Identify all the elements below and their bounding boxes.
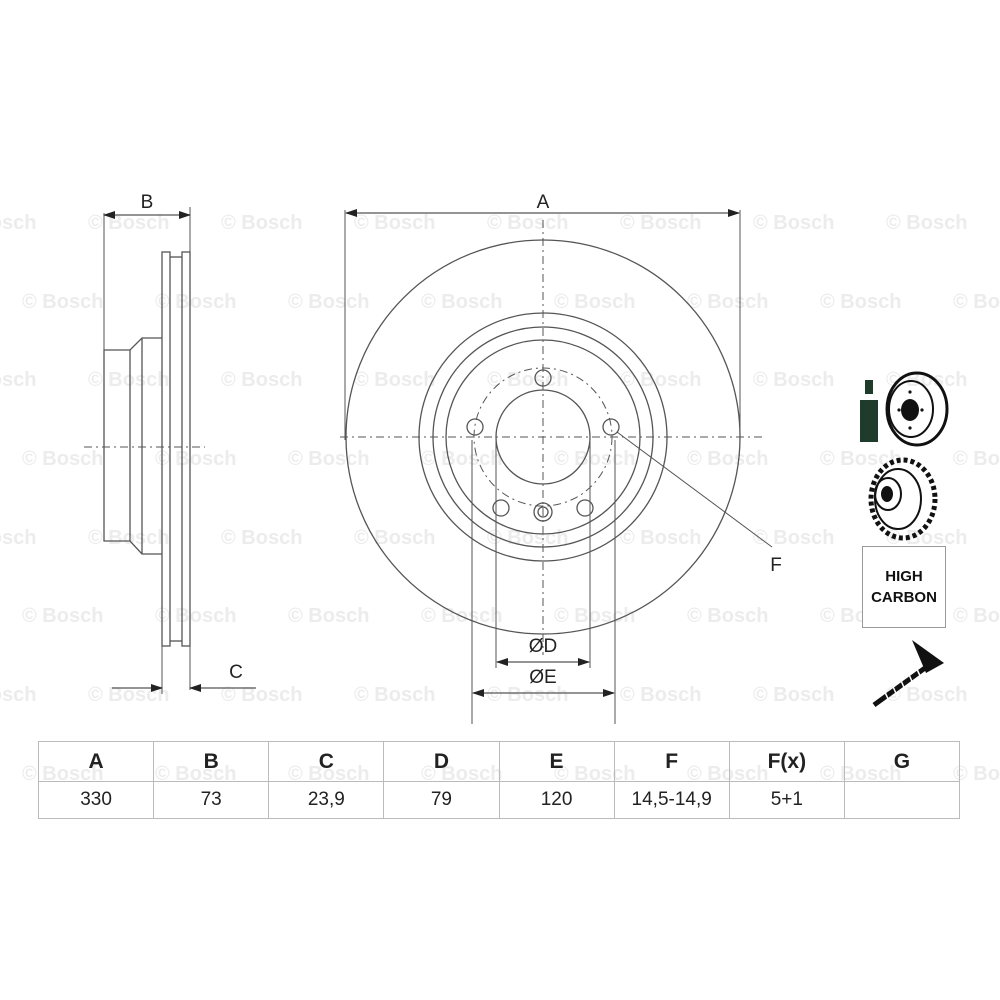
header-g: G [843,741,961,782]
high-carbon-line1: HIGH [885,568,923,585]
dim-label-c: C [229,662,243,683]
value-b: 73 [153,781,270,819]
spec-table-value-row: 330 73 23,9 79 120 14,5-14,9 5+1 [37,781,961,819]
header-a: A [37,741,155,782]
value-a: 330 [37,781,155,819]
dim-label-b: B [140,192,154,213]
value-d: 79 [383,781,500,819]
side-view [84,207,256,694]
value-e: 120 [498,781,615,819]
header-f: F [613,741,730,782]
value-fx: 5+1 [728,781,845,819]
ventilated-disc-icon [868,457,938,541]
front-view [340,209,773,724]
high-carbon-line2: CARBON [871,589,937,606]
high-carbon-badge: HIGH CARBON [862,546,946,628]
dim-label-f: F [770,555,782,576]
value-c: 23,9 [268,781,385,819]
header-e: E [498,741,615,782]
spec-table: A B C D E F F(x) G 330 73 23,9 79 120 14… [37,741,961,819]
header-d: D [383,741,500,782]
value-f: 14,5-14,9 [613,781,730,819]
dim-label-d: ØD [528,636,558,657]
value-g [843,781,961,819]
spec-table-header-row: A B C D E F F(x) G [37,741,961,782]
header-b: B [153,741,270,782]
svg-text:≡: ≡ [868,381,872,388]
header-fx: F(x) [728,741,845,782]
disc-cleaner-spray-icon: ≡ [860,371,949,447]
dim-label-a: A [536,192,550,213]
header-c: C [268,741,385,782]
dim-label-e: ØE [529,667,557,688]
countersunk-screw-icon [872,640,944,708]
